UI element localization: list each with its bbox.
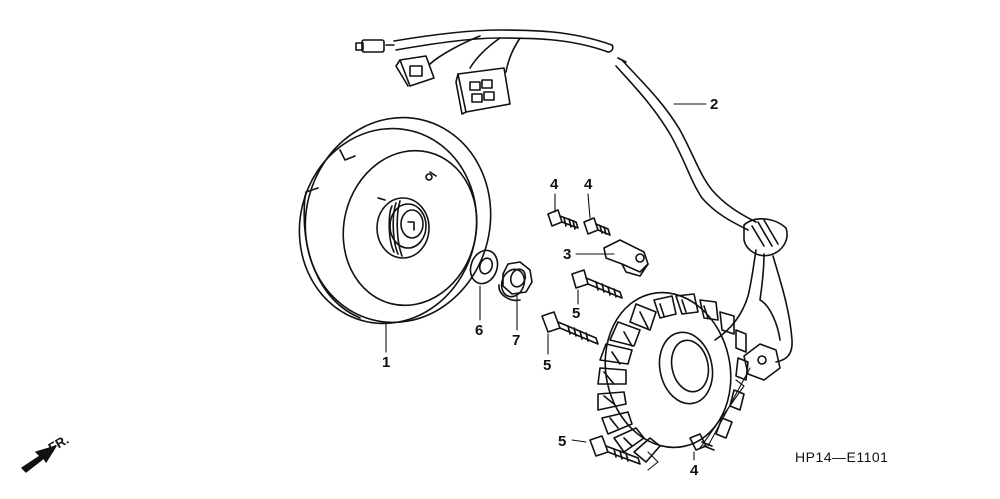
callout-4-bottom: 4 — [690, 462, 699, 479]
front-direction-arrow — [21, 445, 57, 473]
callout-3: 3 — [563, 246, 572, 263]
leader-lines — [385, 103, 751, 471]
bolt-5-middle — [541, 311, 599, 345]
bolt-5-lower — [589, 435, 641, 465]
callout-6: 6 — [475, 322, 484, 339]
stator-part — [597, 291, 781, 463]
callout-7: 7 — [512, 332, 521, 349]
bolt-4-top-left — [547, 209, 579, 230]
callout-5-lower: 5 — [558, 433, 567, 450]
washer-part — [469, 249, 499, 285]
callout-4-top-right: 4 — [584, 176, 593, 193]
callout-1: 1 — [382, 354, 391, 371]
callout-4-top-left: 4 — [550, 176, 559, 193]
bolt-5-upper — [571, 269, 623, 299]
setting-plate-part — [603, 239, 649, 277]
wire-harness-part — [355, 29, 793, 363]
bolt-4-top-right — [583, 217, 611, 236]
callout-2: 2 — [710, 96, 719, 113]
figure-code: HP14—E1101 — [795, 449, 889, 465]
flange-nut-part — [498, 261, 533, 302]
flywheel-part — [298, 116, 492, 325]
callout-5-upper: 5 — [572, 305, 581, 322]
callout-5-middle: 5 — [543, 357, 552, 374]
